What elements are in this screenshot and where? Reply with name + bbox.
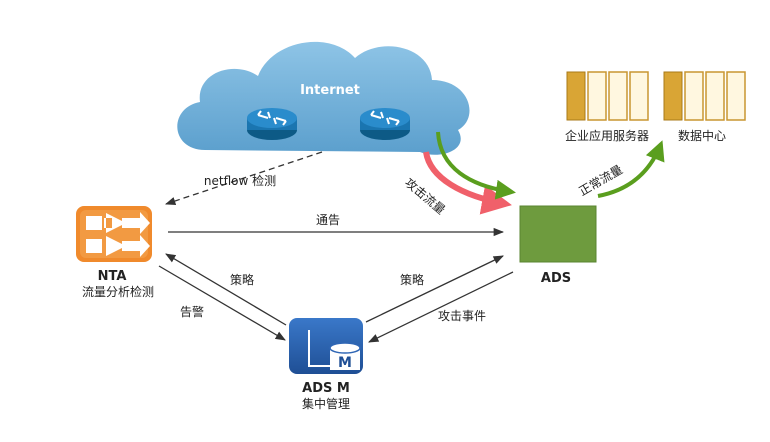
alert-arrow [158,265,286,341]
attack-flow-arrow [423,151,512,215]
internet-cloud: Internet [177,41,470,155]
internet-label: Internet [300,83,360,98]
normal-flow-label: 正常流量 [577,162,626,198]
policy-left-label: 策略 [230,272,254,287]
nta-icon [76,206,152,262]
datacenter-label: 数据中心 [678,128,726,143]
enterprise-server-group [566,71,649,121]
policy-right-label: 策略 [400,272,424,287]
nta-title: NTA [98,269,127,284]
policy-right-arrow [365,255,504,323]
inbound-flow-arrow [436,131,516,200]
database-icon: M [289,318,363,374]
enterprise-server-label: 企业应用服务器 [565,128,649,143]
notify-label: 通告 [316,213,340,227]
datacenter-server-group [663,71,746,121]
adsm-subtitle: 集中管理 [302,396,350,411]
attack-event-arrow [368,271,514,343]
normal-flow-arrow [597,140,665,198]
database-badge: M [338,355,352,371]
policy-left-arrow [165,253,287,326]
ads-title: ADS [541,271,571,286]
netflow-label: netflow 检测 [204,173,276,188]
ads-box [519,205,597,263]
router-icon [247,108,297,140]
adsm-title: ADS M [302,381,350,396]
nta-subtitle: 流量分析检测 [82,284,154,299]
attack-flow-label: 攻击流量 [402,176,448,218]
router-icon [360,108,410,140]
server-icon [566,71,746,121]
attack-event-label: 攻击事件 [438,309,486,323]
netflow-arrow [165,151,323,205]
alert-label: 告警 [180,304,204,319]
